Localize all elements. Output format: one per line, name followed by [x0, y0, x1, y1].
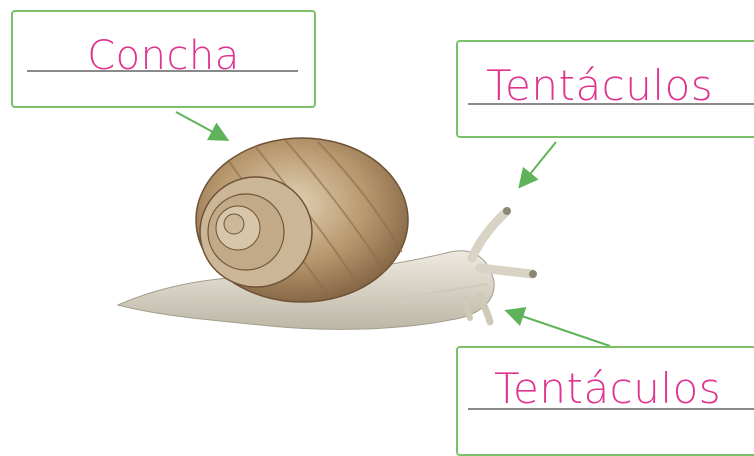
arrow-tentaculos-top — [522, 142, 556, 184]
underline — [468, 103, 754, 105]
label-tentaculos-bottom: Tentáculos — [458, 366, 754, 412]
label-box-tentaculos-top: Tentáculos — [456, 40, 754, 138]
label-box-tentaculos-bottom: Tentáculos — [456, 346, 754, 456]
label-box-concha: Concha — [11, 10, 316, 108]
arrow-tentaculos-bottom — [510, 312, 610, 346]
underline — [468, 408, 754, 410]
underline — [27, 70, 298, 72]
arrow-concha — [176, 112, 224, 138]
snail-shell — [196, 138, 408, 302]
